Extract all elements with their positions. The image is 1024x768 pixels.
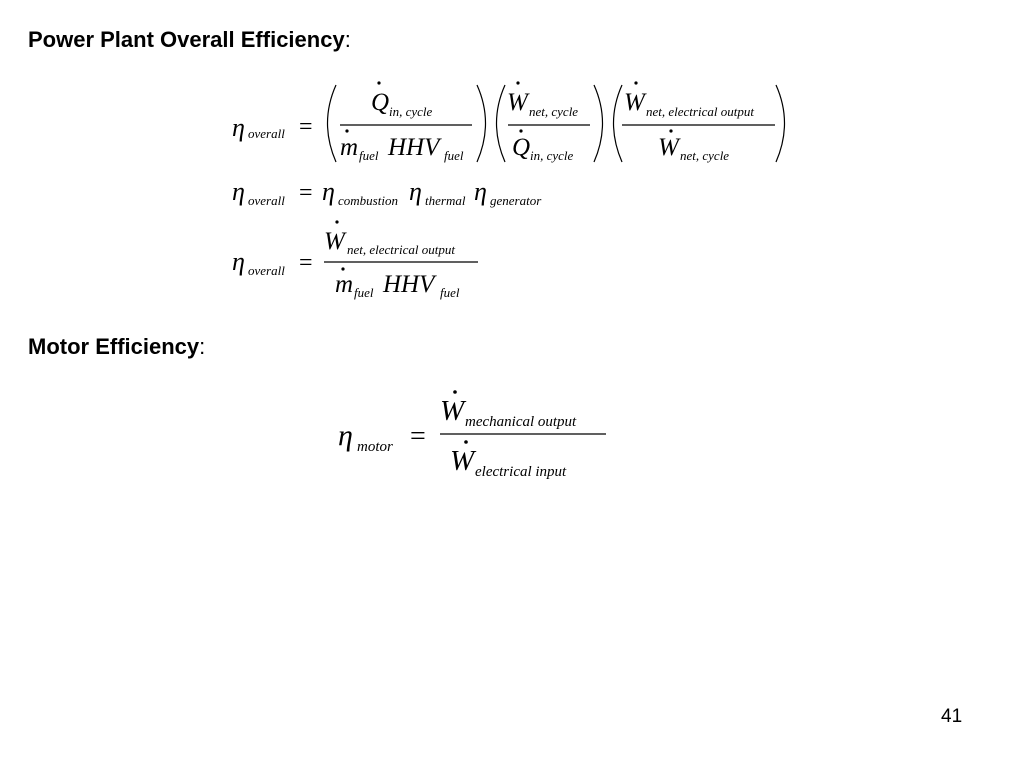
dot-accent xyxy=(669,129,673,133)
eta-symbol: η xyxy=(232,177,245,206)
eta-symbol: η xyxy=(338,419,353,452)
HHV-symbol: HHV xyxy=(387,134,442,161)
dot-accent xyxy=(341,267,345,271)
right-paren xyxy=(593,84,604,163)
subscript-motor: motor xyxy=(357,439,393,455)
subscript-electrical-input: electrical input xyxy=(475,464,567,480)
page-number: 41 xyxy=(941,706,963,727)
subscript-fuel: fuel xyxy=(444,148,464,163)
m-symbol: m xyxy=(340,134,358,161)
HHV-symbol: HHV xyxy=(382,271,437,298)
W-symbol: W xyxy=(450,445,477,477)
subscript-mechanical-output: mechanical output xyxy=(465,414,577,430)
section-heading-motor: Motor Efficiency: xyxy=(28,334,205,360)
heading-title: Power Plant Overall Efficiency xyxy=(28,27,345,52)
subscript-fuel: fuel xyxy=(354,285,374,300)
subscript-fuel: fuel xyxy=(359,148,379,163)
heading-colon: : xyxy=(199,334,206,359)
equals-sign: = xyxy=(299,180,313,206)
eta-symbol: η xyxy=(322,177,335,206)
eta-symbol: η xyxy=(232,247,245,276)
subscript-in-cycle: in, cycle xyxy=(530,148,574,163)
Q-symbol: Q xyxy=(512,134,530,161)
dot-accent xyxy=(634,81,638,85)
dot-accent xyxy=(464,440,468,444)
subscript-net-cycle: net, cycle xyxy=(529,104,578,119)
subscript-net-cycle: net, cycle xyxy=(680,148,729,163)
W-symbol: W xyxy=(324,228,347,255)
eta-symbol: η xyxy=(409,177,422,206)
dot-accent xyxy=(453,390,457,394)
subscript-net-electrical-output: net, electrical output xyxy=(646,104,754,119)
Q-symbol: Q xyxy=(371,89,389,116)
heading-colon: : xyxy=(344,27,351,52)
subscript-net-electrical-output: net, electrical output xyxy=(347,242,455,257)
W-symbol: W xyxy=(507,89,530,116)
subscript-overall: overall xyxy=(248,263,285,278)
section-heading-power-plant: Power Plant Overall Efficiency: xyxy=(28,27,351,53)
left-paren xyxy=(495,84,506,163)
dot-accent xyxy=(377,81,381,85)
right-paren xyxy=(476,84,487,163)
W-symbol: W xyxy=(624,89,647,116)
W-symbol: W xyxy=(658,134,681,161)
dot-accent xyxy=(345,129,349,133)
subscript-fuel: fuel xyxy=(440,285,460,300)
subscript-generator: generator xyxy=(490,193,542,208)
right-paren xyxy=(775,84,786,163)
heading-title: Motor Efficiency xyxy=(28,334,200,359)
eta-symbol: η xyxy=(232,113,245,142)
subscript-combustion: combustion xyxy=(338,193,398,208)
equals-sign: = xyxy=(299,114,313,140)
subscript-thermal: thermal xyxy=(425,193,466,208)
subscript-in-cycle: in, cycle xyxy=(389,104,433,119)
eta-symbol: η xyxy=(474,177,487,206)
W-symbol: W xyxy=(440,395,467,427)
left-paren xyxy=(612,84,623,163)
m-symbol: m xyxy=(335,271,353,298)
dot-accent xyxy=(335,220,339,224)
left-paren xyxy=(326,84,337,163)
dot-accent xyxy=(516,81,520,85)
dot-accent xyxy=(519,129,523,133)
equals-sign: = xyxy=(299,250,313,276)
equals-sign: = xyxy=(410,421,426,452)
subscript-overall: overall xyxy=(248,193,285,208)
subscript-overall: overall xyxy=(248,126,285,141)
